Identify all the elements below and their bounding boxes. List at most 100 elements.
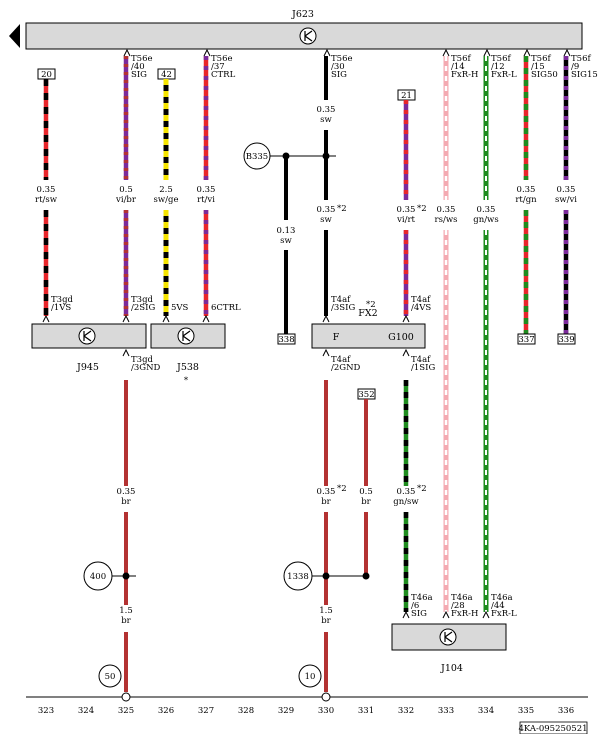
ref-box-21: 21 [397, 89, 416, 101]
svg-text:20: 20 [41, 70, 52, 80]
doc-id: 4KA-095250521 [518, 721, 588, 734]
svg-text:338: 338 [278, 335, 294, 345]
svg-text:6CTRL: 6CTRL [211, 303, 241, 313]
ground-terminal [321, 692, 331, 702]
ruler-label: 335 [518, 706, 534, 716]
svg-text:T4af/1SIG: T4af/1SIG [411, 355, 435, 373]
splice-1338: 1338 [283, 561, 370, 591]
ground-terminal [121, 692, 131, 702]
svg-text:352: 352 [358, 390, 374, 400]
svg-text:21: 21 [401, 91, 412, 101]
ruler-label: 332 [398, 706, 414, 716]
ruler-label: 328 [238, 706, 254, 716]
ruler-label: 330 [318, 706, 334, 716]
ref-box-338: 338 [277, 333, 296, 345]
ruler-label: 334 [478, 706, 494, 716]
g100-module [311, 323, 426, 349]
ref-box-20: 20 [37, 68, 56, 80]
ref-box-42: 42 [157, 68, 176, 80]
svg-text:50: 50 [105, 672, 116, 682]
ground-50: 50 [98, 664, 122, 688]
j945-label: J945 [76, 362, 99, 373]
transistor-icon [439, 628, 457, 646]
ruler-label: 329 [278, 706, 294, 716]
ground-pin-labels: T3gd/3GND T4af/2GND T4af/1SIG [131, 355, 435, 373]
j104-label: J104 [440, 663, 463, 674]
j538-star: * [184, 376, 189, 386]
svg-text:4KA-095250521: 4KA-095250521 [518, 724, 587, 734]
g100-f-label: F [333, 332, 340, 343]
transistor-icon [299, 27, 317, 45]
continuation-arrow-icon [9, 24, 20, 48]
svg-text:1.5br: 1.5br [119, 606, 133, 626]
ruler-label: 331 [358, 706, 374, 716]
splice-400: 400 [83, 561, 136, 591]
j104-pin-arrows [402, 610, 490, 619]
ground-10: 10 [298, 664, 322, 688]
svg-text:T3gd/3GND: T3gd/3GND [131, 355, 161, 373]
top-pin-arrows [123, 48, 571, 57]
svg-text:T4af/4VS: T4af/4VS [411, 295, 431, 313]
j623-label: J623 [291, 9, 314, 20]
transistor-icon [177, 327, 195, 345]
transistor-icon [78, 327, 96, 345]
svg-text:2.5sw/ge: 2.5sw/ge [154, 185, 179, 205]
j538-label: J538 [176, 362, 199, 373]
ref-box-339: 339 [557, 333, 576, 345]
g100-label: G100 [388, 332, 414, 343]
svg-text:T3gd/2SIG: T3gd/2SIG [131, 295, 155, 313]
svg-text:339: 339 [558, 335, 574, 345]
ruler-label: 325 [118, 706, 134, 716]
svg-text:*2: *2 [337, 484, 347, 494]
svg-text:42: 42 [161, 70, 172, 80]
ruler-label: 336 [558, 706, 574, 716]
splice-b335: B335 [243, 142, 336, 170]
svg-text:0.5vi/br: 0.5vi/br [115, 185, 137, 205]
svg-text:1.5br: 1.5br [319, 606, 333, 626]
svg-text:1338: 1338 [287, 572, 309, 582]
svg-text:0.5br: 0.5br [359, 487, 373, 507]
ref-box-352: 352 [357, 388, 376, 400]
svg-text:337: 337 [518, 335, 534, 345]
svg-text:T4af/2GND: T4af/2GND [331, 355, 361, 373]
module-pin-arrows [42, 314, 410, 323]
svg-text:*2: *2 [417, 484, 427, 494]
svg-text:5VS: 5VS [171, 303, 189, 313]
svg-text:T3gd/1VS: T3gd/1VS [51, 295, 74, 313]
ruler-label: 327 [198, 706, 214, 716]
svg-text:*2: *2 [337, 204, 347, 214]
ruler-label: 323 [38, 706, 54, 716]
svg-text:*2: *2 [417, 204, 427, 214]
fx2-footnote: *2 [366, 300, 376, 310]
module-out-arrows [122, 348, 410, 357]
ruler-label: 324 [78, 706, 94, 716]
